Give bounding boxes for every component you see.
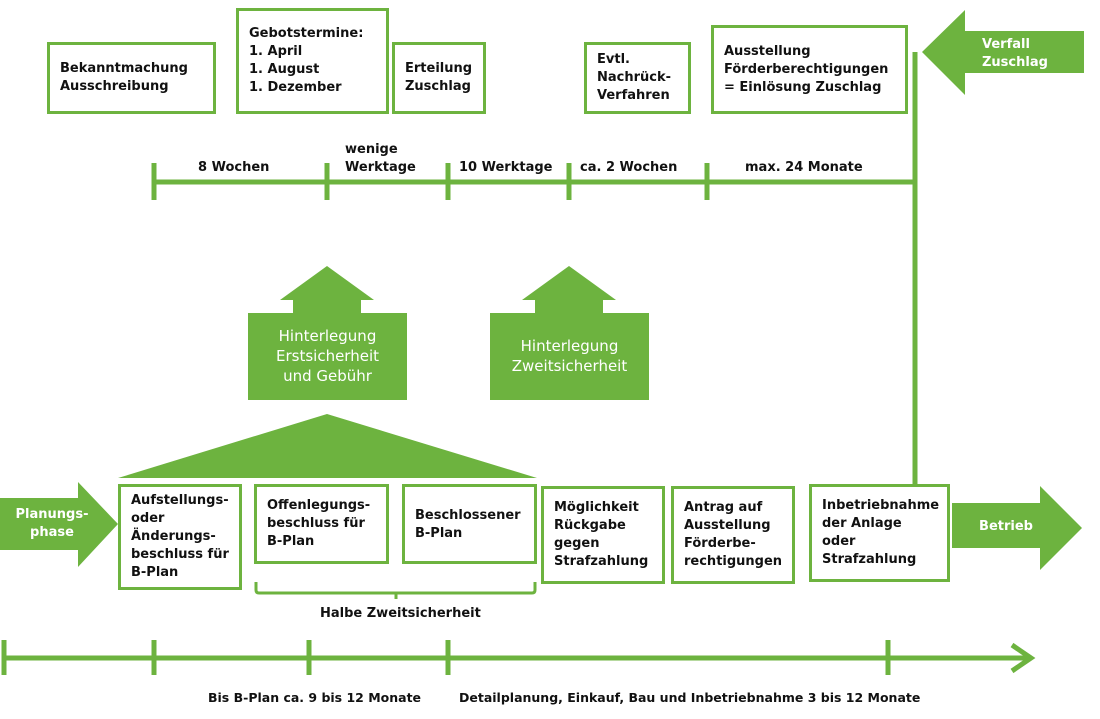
box-inbetriebnahme: Inbetriebnahme der Anlage oder Strafzahl… (809, 484, 950, 582)
halbe-zweitsicherheit-label: Halbe Zweitsicherheit (320, 606, 481, 621)
erstsicherheit-arrow (248, 266, 407, 400)
roof-triangle (118, 414, 537, 478)
timeline-label-8-wochen: 8 Wochen (198, 160, 270, 175)
box-text: Inbetriebnahme der Anlage oder Strafzahl… (822, 498, 940, 567)
planungsphase-arrow (0, 482, 118, 567)
box-text: Ausstellung Förderberechtigungen = Einlö… (724, 43, 889, 95)
halbe-zweitsicherheit-bracket (254, 582, 537, 599)
box-text: Beschlossener B-Plan (415, 508, 521, 541)
box-offenlegungsbeschluss: Offenlegungs- beschluss für B-Plan (254, 484, 389, 564)
box-text: Möglichkeit Rückgabe gegen Strafzahlung (554, 500, 649, 569)
timeline-label-24-monate: max. 24 Monate (745, 160, 863, 175)
box-aufstellungsbeschluss: Aufstellungs- oder Änderungs- beschluss … (118, 484, 242, 590)
zweitsicherheit-arrow (490, 266, 649, 400)
box-text: Aufstellungs- oder Änderungs- beschluss … (131, 493, 229, 580)
box-text: Bekanntmachung Ausschreibung (60, 61, 188, 94)
box-text: Offenlegungs- beschluss für B-Plan (267, 498, 371, 549)
box-text: Gebotstermine: 1. April 1. August 1. Dez… (249, 26, 364, 95)
bottom-timeline-label-bplan: Bis B-Plan ca. 9 bis 12 Monate (208, 690, 422, 705)
verfall-zuschlag-label: Verfall Zuschlag (982, 37, 1048, 70)
box-text: Erteilung Zuschlag (405, 61, 473, 94)
box-antrag-ausstellung: Antrag auf Ausstellung Förderbe- rechtig… (671, 486, 795, 584)
box-rueckgabe: Möglichkeit Rückgabe gegen Strafzahlung (541, 486, 665, 584)
betrieb-label: Betrieb (979, 519, 1033, 534)
erstsicherheit-label: Hinterlegung Erstsicherheit und Gebühr (276, 327, 379, 385)
box-beschlossener-bplan: Beschlossener B-Plan (402, 484, 537, 564)
zweitsicherheit-label: Hinterlegung Zweitsicherheit (511, 337, 628, 375)
box-gebotstermine: Gebotstermine: 1. April 1. August 1. Dez… (236, 8, 389, 114)
planungsphase-label: Planungs- phase (15, 507, 89, 540)
box-erteilung-zuschlag: Erteilung Zuschlag (392, 42, 486, 114)
bottom-timeline-arrowhead (1010, 642, 1036, 674)
box-text: Evtl. Nachrück- Verfahren (597, 52, 672, 103)
timeline-label-wenige-werktage: wenige Werktage (345, 142, 416, 175)
box-ausstellung: Ausstellung Förderberechtigungen = Einlö… (711, 25, 908, 114)
timeline-label-10-werktage: 10 Werktage (459, 160, 553, 175)
verfall-arrow (922, 10, 1084, 95)
bottom-timeline-label-detailplanung: Detailplanung, Einkauf, Bau und Inbetrie… (459, 690, 921, 705)
box-bekanntmachung: Bekanntmachung Ausschreibung (47, 42, 216, 114)
box-nachrueck-verfahren: Evtl. Nachrück- Verfahren (584, 42, 691, 114)
betrieb-arrow (952, 486, 1082, 570)
timeline-label-2-wochen: ca. 2 Wochen (580, 160, 678, 175)
box-text: Antrag auf Ausstellung Förderbe- rechtig… (684, 500, 783, 569)
